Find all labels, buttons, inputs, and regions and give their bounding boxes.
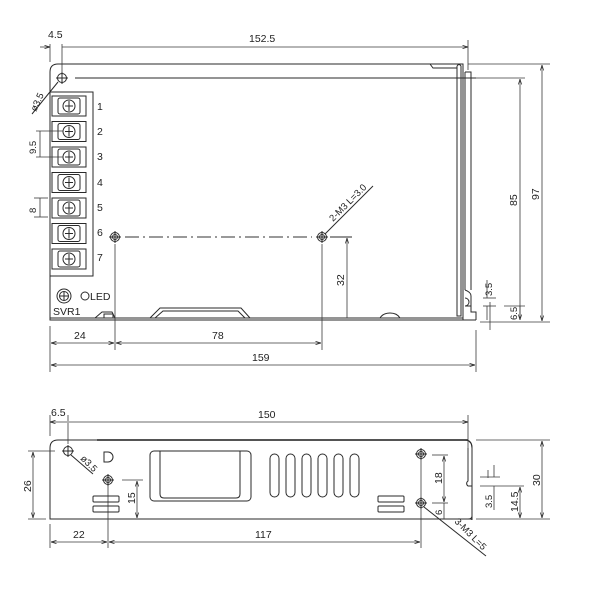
dim-85: 85: [508, 194, 520, 206]
dim-26: 26: [22, 480, 34, 492]
top-view-body-outline: [49, 63, 464, 321]
d-mark-icon: [103, 451, 114, 463]
dim-14-5: 14.5: [509, 491, 521, 512]
terminal-label: 5: [97, 202, 103, 214]
dim-3-5-side: 3.5: [484, 495, 495, 508]
dim-6-5: 6.5: [509, 307, 520, 320]
dim-117: 117: [255, 529, 272, 541]
terminal-label: 2: [97, 126, 103, 138]
terminal-label: 7: [97, 252, 103, 264]
potentiometer-icon: [56, 288, 72, 304]
vent-slot: [92, 495, 120, 503]
terminal-screws: [51, 95, 87, 270]
vent-slot: [377, 495, 405, 503]
window-cutout: [149, 450, 252, 502]
screw-spec-label: 3-M3 L=5: [452, 516, 488, 552]
dim-150: 150: [258, 409, 276, 421]
hole-diameter-label: ø3.5: [29, 91, 47, 113]
terminal-label: 1: [97, 101, 103, 113]
dim-3-5: 3.5: [484, 283, 495, 296]
vent-slots: [269, 453, 360, 498]
dim-9-5: 9.5: [28, 141, 39, 154]
hole-diameter-label: ø3.5: [78, 453, 99, 474]
dim-24: 24: [74, 330, 86, 342]
dim-159: 159: [252, 352, 270, 364]
terminal-label: 3: [97, 151, 103, 163]
terminal-block: [49, 91, 94, 277]
vent-slot: [377, 505, 405, 513]
side-view: 6.5 150 ø3.5 26 15 22 117 18 6 3-M3 L=5: [22, 407, 550, 557]
terminal-label: 4: [97, 177, 103, 189]
dim-18: 18: [433, 472, 445, 484]
top-view: 1 2 3 4 5 6 7 LED SVR1 2-M3 L=3.0: [28, 29, 550, 372]
dim-6-5-side: 6.5: [51, 407, 66, 419]
terminal-label: 6: [97, 227, 103, 239]
screw-spec-label: 2-M3 L=3.0: [327, 182, 369, 224]
dim-97: 97: [530, 188, 542, 200]
dim-152-5: 152.5: [249, 33, 275, 45]
dim-32: 32: [335, 274, 347, 286]
svr-label: SVR1: [53, 306, 81, 318]
dim-78: 78: [212, 330, 224, 342]
dim-22: 22: [73, 529, 85, 541]
dim-6: 6: [434, 510, 445, 515]
dim-4-5: 4.5: [48, 29, 63, 41]
led-icon: [80, 291, 90, 301]
dim-8: 8: [28, 208, 39, 213]
led-label: LED: [90, 291, 111, 303]
dim-30: 30: [531, 474, 543, 486]
dim-15: 15: [126, 492, 138, 504]
vent-slot: [92, 505, 120, 513]
